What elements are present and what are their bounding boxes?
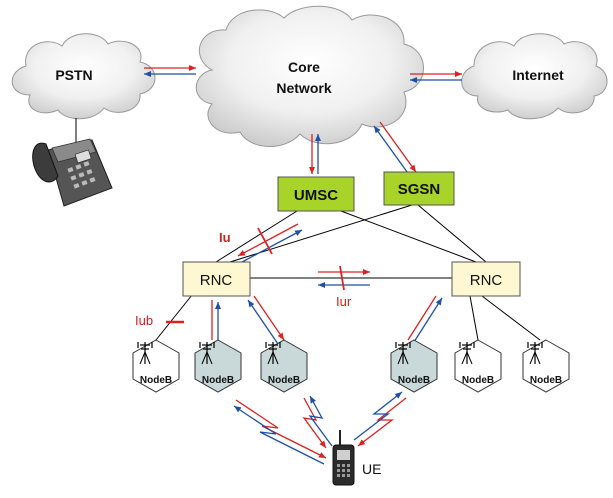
- mobile-phone-icon: [332, 430, 355, 486]
- internet-cloud: Internet: [461, 33, 608, 120]
- iur-arrows: [318, 265, 370, 291]
- iur-label: Iur: [336, 294, 352, 309]
- core-umsc-arrows: [309, 134, 321, 174]
- nodeb-4-label: NodeB: [398, 375, 430, 386]
- core-internet-arrows: [410, 71, 462, 83]
- nodeb-4: NodeB: [390, 339, 438, 393]
- nodeb-1: NodeB: [132, 339, 180, 393]
- radio-links: [233, 391, 407, 465]
- rnc-nodeb-arrows: [211, 295, 443, 345]
- ue-label: UE: [362, 461, 381, 477]
- nodeb-2-label: NodeB: [202, 375, 234, 386]
- desk-telephone-icon: [32, 138, 113, 207]
- nodeb-2: NodeB: [194, 339, 242, 393]
- sgsn-node: SGSN: [383, 171, 455, 206]
- rnc-right-label: RNC: [470, 272, 503, 289]
- rnc-left-label: RNC: [200, 272, 233, 289]
- pstn-core-arrows: [144, 65, 196, 77]
- core-sgsn-arrows: [373, 121, 417, 177]
- nodeb-6-label: NodeB: [530, 375, 562, 386]
- nodeb-3-label: NodeB: [268, 375, 300, 386]
- nodeb-3: NodeB: [260, 339, 308, 393]
- umsc-label: UMSC: [294, 187, 338, 204]
- sgsn-label: SGSN: [398, 181, 441, 198]
- core-network-cloud: Core Network: [195, 5, 424, 147]
- core-network-label-line2: Network: [276, 80, 331, 96]
- nodeb-5: NodeB: [454, 339, 502, 393]
- network-links: [155, 204, 541, 341]
- pstn-label: PSTN: [55, 67, 92, 83]
- rnc-left-node: RNC: [182, 261, 251, 297]
- pstn-cloud: PSTN: [11, 33, 156, 120]
- iu-arrows: [237, 223, 303, 263]
- nodeb-5-label: NodeB: [462, 375, 494, 386]
- core-network-label-line1: Core: [288, 59, 320, 75]
- rnc-right-node: RNC: [451, 261, 521, 297]
- nodeb-1-label: NodeB: [140, 375, 172, 386]
- iub-label: Iub: [135, 313, 153, 328]
- iu-label: Iu: [219, 230, 231, 245]
- nodeb-6: NodeB: [522, 339, 570, 393]
- umsc-node: UMSC: [277, 176, 355, 212]
- internet-label: Internet: [512, 67, 564, 83]
